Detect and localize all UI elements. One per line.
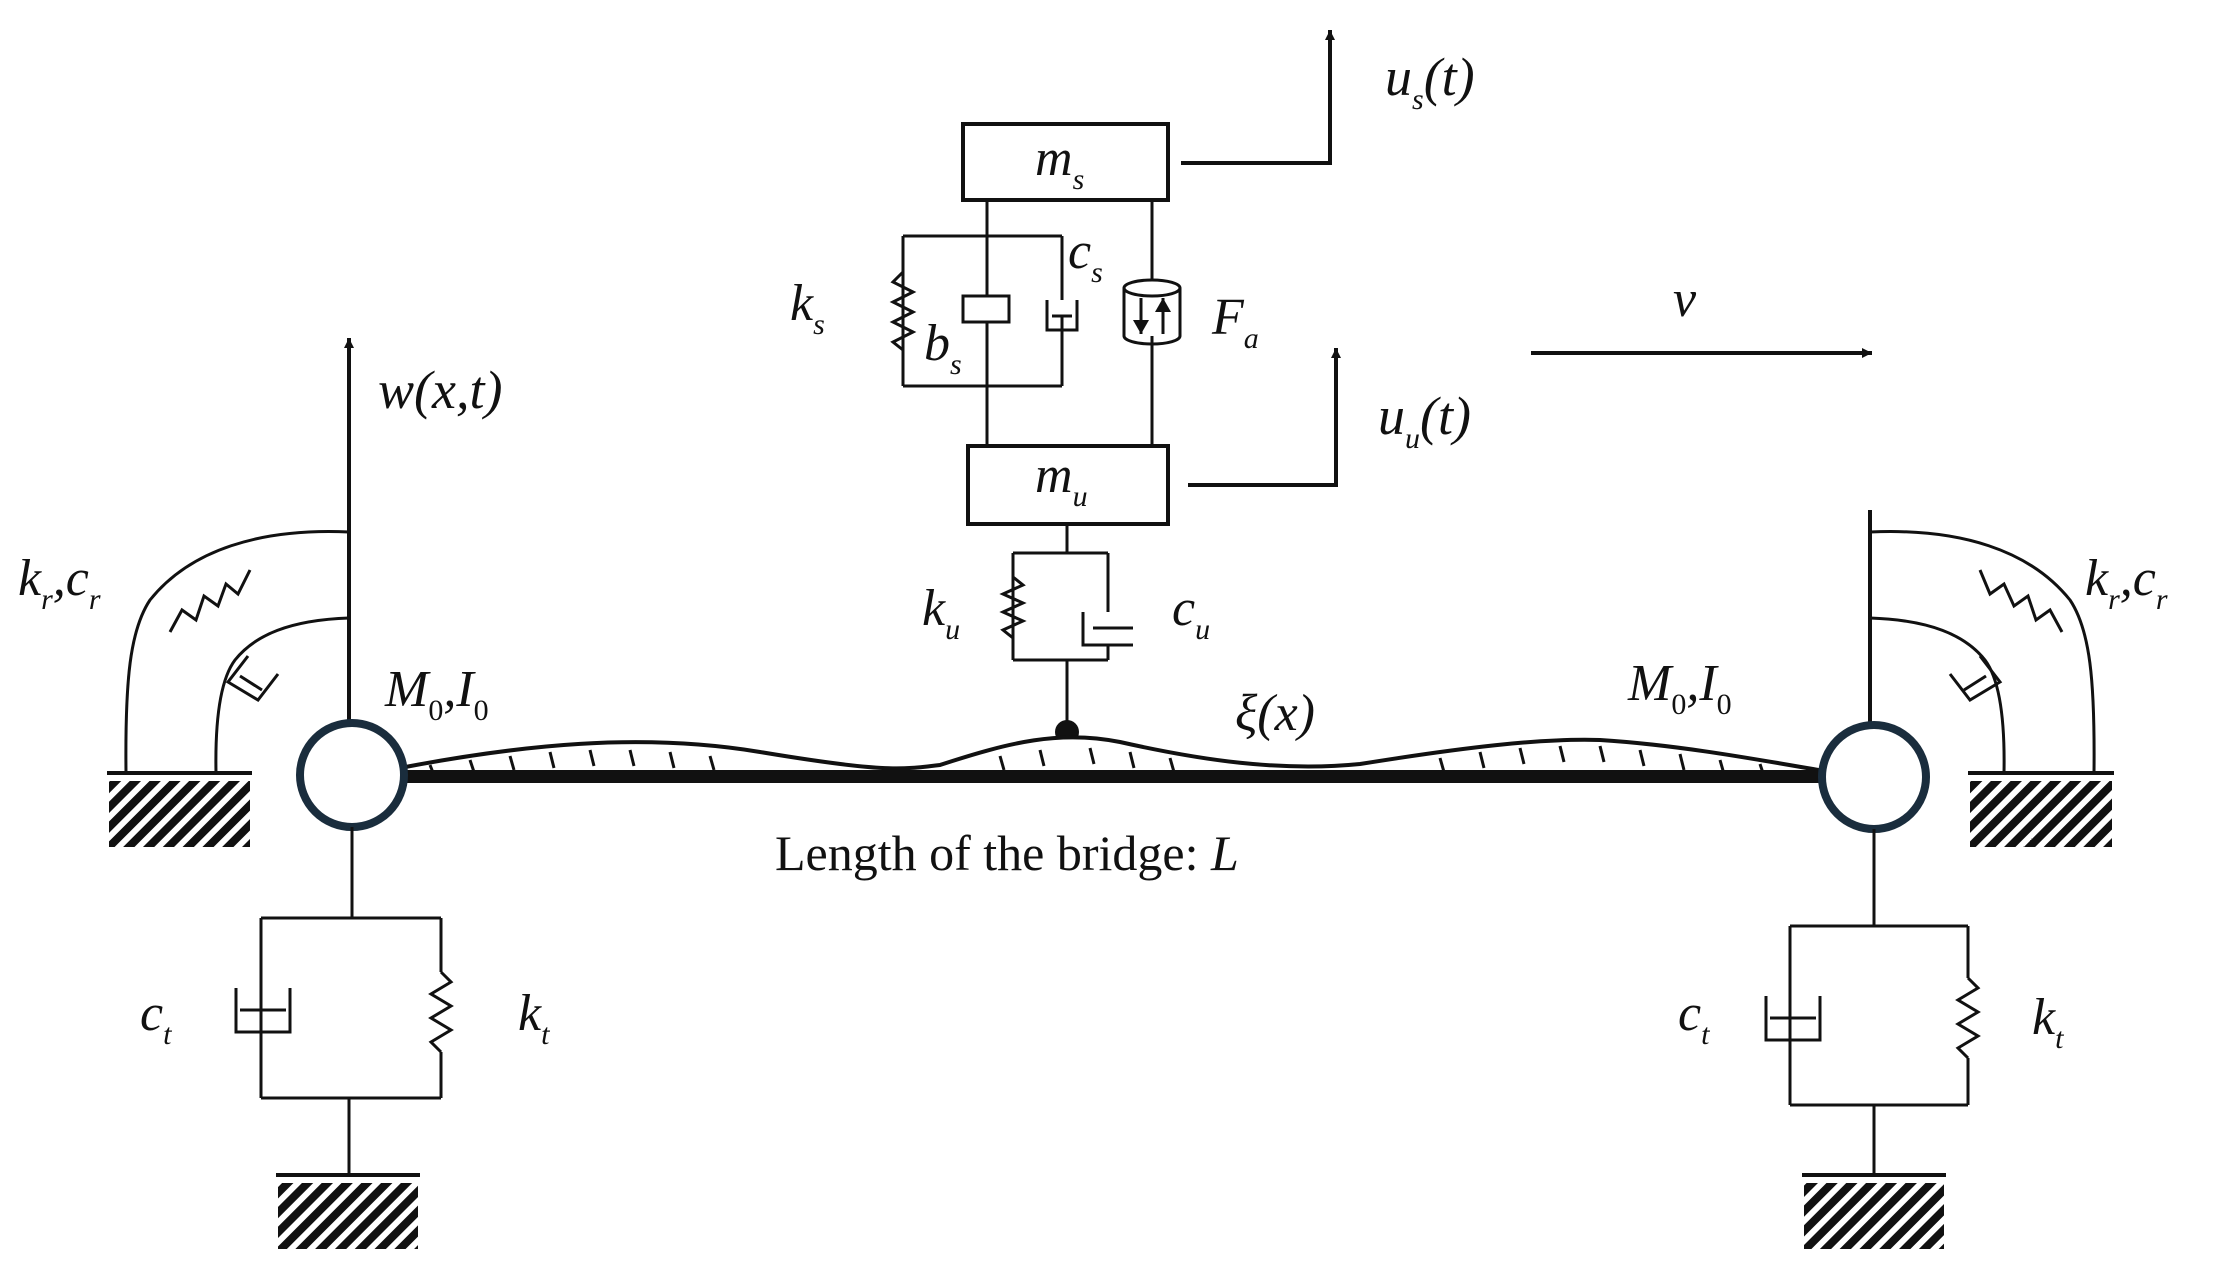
spring-kr-right: [1978, 569, 2064, 633]
label-cu: cu: [1172, 580, 1210, 646]
label-m0-i0-right: M0,I0: [1627, 655, 1732, 721]
label-mu: mu: [1035, 447, 1088, 513]
damper-cu: [1081, 612, 1133, 647]
label-ku: ku: [922, 580, 960, 646]
actuator-fa: [1122, 278, 1182, 346]
left-support: [107, 338, 454, 1249]
spring-ku: [999, 575, 1027, 640]
label-kr-cr-left: kr,cr: [18, 550, 101, 616]
bridge: [107, 338, 2114, 1249]
label-us: us(t): [1385, 47, 1475, 116]
damper-ct-right: [1764, 996, 1822, 1042]
ground-hatch-left: [109, 781, 250, 847]
label-ct-left: ct: [140, 985, 172, 1051]
suspension-elements: [889, 200, 1182, 446]
label-xi: ξ(x): [1235, 685, 1315, 742]
label-cs: cs: [1068, 223, 1103, 289]
label-w: w(x,t): [378, 360, 502, 420]
label-kr-cr-right: kr,cr: [2085, 550, 2168, 616]
label-ms: ms: [1035, 130, 1084, 196]
label-bs: bs: [924, 315, 962, 381]
left-joint: [296, 719, 408, 831]
damper-cr-left: [225, 655, 280, 702]
inerter-bs: [961, 294, 1011, 324]
label-m0-i0-left: M0,I0: [384, 661, 489, 727]
damper-ct-left: [234, 988, 292, 1034]
labels: us(t) ms ks cs bs Fa v uu(t) mu ku cu w(…: [18, 47, 2168, 1055]
label-fa: Fa: [1211, 289, 1259, 355]
ground-hatch-bottom-left: [278, 1183, 418, 1249]
ground-hatch-bottom-right: [1804, 1183, 1944, 1249]
damper-cr-right: [1948, 655, 2003, 702]
spring-ks: [889, 270, 917, 352]
right-joint: [1818, 721, 1930, 833]
spring-kt-right: [1955, 976, 1981, 1060]
spring-kr-left: [168, 569, 252, 633]
sprung-mass-box: [961, 122, 1170, 202]
vehicle-model: [889, 30, 1872, 744]
us-arrow: [1181, 30, 1335, 165]
road-profile: [398, 735, 1832, 781]
label-kt-right: kt: [2032, 989, 2064, 1055]
label-v: v: [1673, 271, 1697, 328]
label-bridge-length: Length of the bridge: L: [775, 825, 1239, 881]
label-ks: ks: [790, 275, 825, 341]
ground-hatch-right: [1970, 781, 2112, 847]
uu-arrow: [1188, 348, 1341, 487]
bridge-beam: [400, 770, 1830, 783]
tire-elements: [999, 524, 1133, 744]
label-ct-right: ct: [1678, 985, 1710, 1051]
label-uu: uu(t): [1378, 386, 1471, 455]
spring-kt-left: [428, 970, 454, 1054]
label-kt-left: kt: [518, 985, 550, 1051]
road-profile-texture: [428, 745, 1766, 777]
right-support: [1764, 510, 2114, 1249]
